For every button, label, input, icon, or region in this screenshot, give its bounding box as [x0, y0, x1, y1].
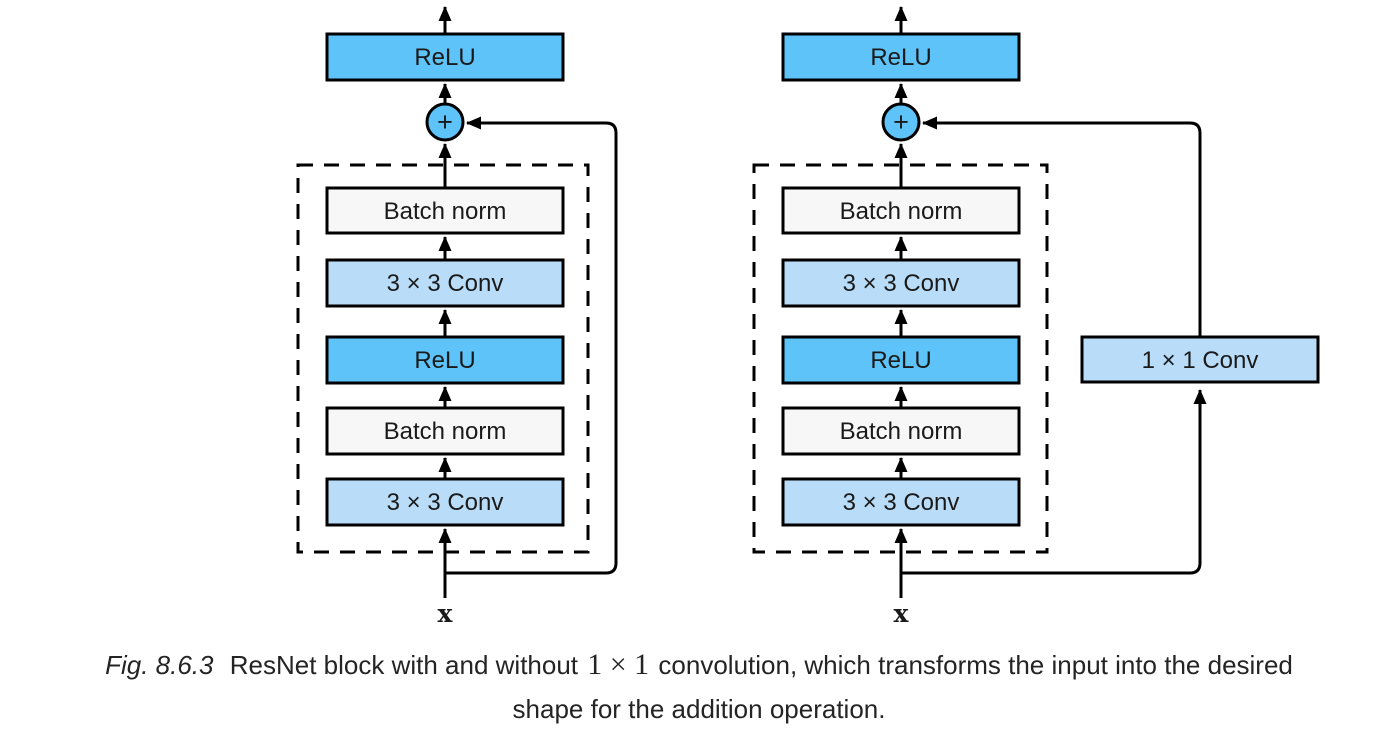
left-conv-bottom-label: 3 × 3 Conv [387, 489, 504, 516]
right-batchnorm-top-box [781, 186, 1021, 235]
left-input-label: x [438, 599, 454, 628]
right-output-relu-box [781, 32, 1021, 82]
left-batchnorm-top-label: Batch norm [384, 198, 507, 225]
resnet-block-diagram: ReLU + Batch norm 3 × 3 Conv ReLU Batch … [296, 6, 1320, 628]
left-relu-mid-box [325, 335, 565, 385]
figure-caption: Fig. 8.6.3 ResNet block with and without… [0, 642, 1398, 729]
caption-fig-number: Fig. 8.6.3 [105, 650, 214, 680]
caption-line-2: shape for the addition operation. [512, 693, 886, 724]
right-resnet-block: ReLU + Batch norm 3 × 3 Conv ReLU Batch … [752, 6, 1320, 628]
right-shortcut-conv-label: 1 × 1 Conv [1142, 347, 1259, 374]
left-resnet-block: ReLU + Batch norm 3 × 3 Conv ReLU Batch … [296, 6, 618, 628]
caption-text-after-math: convolution, which transforms the input … [658, 650, 1293, 680]
right-conv-bottom-box [781, 477, 1021, 527]
caption-line-1: Fig. 8.6.3 ResNet block with and without… [0, 642, 1398, 689]
left-conv-bottom-box [325, 477, 565, 527]
right-skip-connection-upper [922, 116, 1202, 337]
left-output-relu-box [325, 32, 565, 82]
left-conv-top-label: 3 × 3 Conv [387, 270, 504, 297]
right-conv-top-box [781, 258, 1021, 308]
left-plus-label: + [437, 107, 453, 137]
caption-math-1x1: 1 × 1 [587, 648, 650, 681]
left-conv-top-box [325, 258, 565, 308]
left-batchnorm-bottom-label: Batch norm [384, 418, 507, 445]
left-residual-body-outline [296, 163, 590, 554]
left-add-node [425, 102, 465, 142]
right-conv-top-label: 3 × 3 Conv [843, 270, 960, 297]
right-conv-bottom-label: 3 × 3 Conv [843, 489, 960, 516]
right-input-label: x [894, 599, 910, 628]
right-skip-connection-lower [901, 389, 1207, 575]
right-relu-mid-label: ReLU [870, 347, 931, 374]
right-add-node [881, 102, 921, 142]
right-plus-label: + [893, 107, 909, 137]
left-batchnorm-bottom-box [325, 406, 565, 456]
right-batchnorm-bottom-label: Batch norm [840, 418, 963, 445]
left-batchnorm-top-box [325, 186, 565, 235]
right-output-relu-label: ReLU [870, 44, 931, 71]
right-batchnorm-bottom-box [781, 406, 1021, 456]
right-shortcut-conv-box [1080, 335, 1320, 384]
left-relu-mid-label: ReLU [414, 347, 475, 374]
left-skip-connection [445, 116, 618, 575]
left-output-relu-label: ReLU [414, 44, 475, 71]
right-batchnorm-top-label: Batch norm [840, 198, 963, 225]
right-relu-mid-box [781, 335, 1021, 385]
caption-text-before-math: ResNet block with and without [229, 650, 579, 680]
